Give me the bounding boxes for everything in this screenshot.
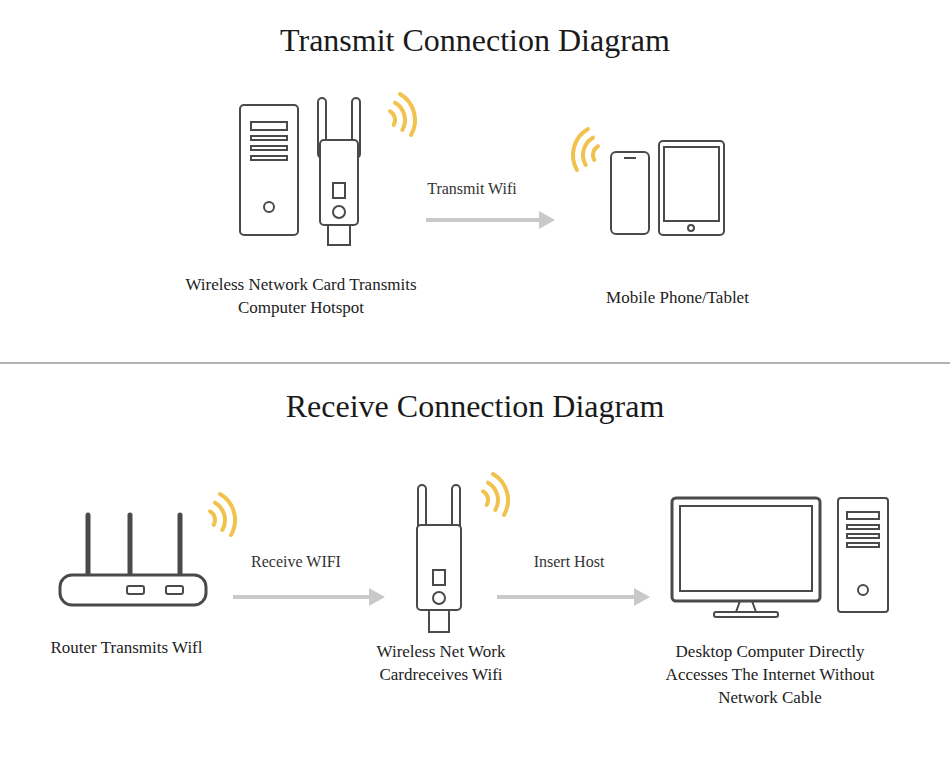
wifi-arc [583,138,593,165]
tower-body [838,498,888,612]
tower-slot [847,512,879,519]
monitor-icon [672,498,820,617]
device-caption: Wireless Network Card Transmits Computer… [176,273,426,319]
device-node: Router Transmits Wifl [20,500,233,665]
wifi-arc [488,483,498,510]
tower-slot [251,146,287,150]
wifi-arc [390,111,395,125]
usb-wifi-adapter [417,485,461,632]
adapter-logo [333,183,345,198]
router-icon [60,515,206,605]
device-caption: Desktop Computer Directly Accesses The I… [650,640,890,709]
phone-body [611,152,649,234]
tablet-icon [659,141,724,235]
adapter-led [433,592,445,604]
router-body [60,575,206,605]
arrow-label: Transmit Wifi [427,180,517,198]
wifi-arc [573,129,588,170]
arrow-shaft [233,595,371,599]
router-port [166,586,183,594]
pc-tower [838,498,888,612]
monitor-frame [672,498,820,601]
arrow-head [634,588,650,606]
usb-plug [429,610,449,632]
router-antenna [178,515,183,575]
arrow-head [539,211,555,229]
wifi-arc [210,511,215,525]
wifi-arc [220,494,235,535]
arrow-head [369,588,385,606]
device-node: Wireless Network Card Transmits Computer… [176,95,426,325]
usb-plug [328,225,350,245]
wifi-signal [390,94,415,135]
tower-body [240,105,298,235]
device-caption: Router Transmits Wifl [20,636,233,659]
router-antenna [128,515,133,575]
diagram-title: Transmit Connection Diagram [0,22,950,59]
usb-wifi-adapter [318,98,360,245]
device-caption: Wireless Net Work Cardreceives Wifi [341,640,541,686]
tablet-screen [664,147,719,221]
wifi-arc [395,103,405,130]
arrow-shaft [426,218,541,222]
router-port [127,586,144,594]
adapter-body [320,140,358,225]
wifi-arc [593,146,598,160]
tower-slot [251,136,287,140]
tablet-body [659,141,724,235]
tower-slot [847,525,879,529]
wifi-arc [493,474,508,515]
phone-speaker [624,157,636,159]
tower-slot [847,534,879,538]
arrow-label: Insert Host [534,553,605,571]
adapter-led [333,206,345,218]
wifi-arc [215,503,225,530]
monitor-screen [680,506,812,591]
adapter-body [417,525,461,610]
device-caption: Mobile Phone/Tablet [555,286,800,309]
wifi-signal [483,474,508,515]
monitor-stand [736,601,756,612]
flow-arrow [497,588,650,606]
tower-slot [847,543,879,547]
section-divider [0,362,950,364]
device-node: Mobile Phone/Tablet [555,115,800,310]
router-antenna [86,515,91,575]
flow-arrow [233,588,385,606]
section-title: Receive Connection Diagram [0,388,950,425]
adapter-logo [433,570,445,585]
monitor-base [714,612,778,617]
flow-arrow [426,211,555,229]
power-button [264,202,274,212]
pc-tower [240,105,298,235]
wifi-arc [400,94,415,135]
wifi-arc [483,491,488,505]
device-node: Wireless Net Work Cardreceives Wifi [385,470,497,700]
arrow-shaft [497,595,636,599]
wifi-signal [210,494,235,535]
arrow-label: Receive WIFI [251,553,341,571]
phone-icon [611,152,649,234]
wifi-signal [573,129,598,170]
power-button [858,585,868,595]
tablet-button [688,225,694,231]
tower-slot [251,156,287,160]
device-node: Desktop Computer Directly Accesses The I… [650,490,890,715]
tower-slot [251,122,287,130]
